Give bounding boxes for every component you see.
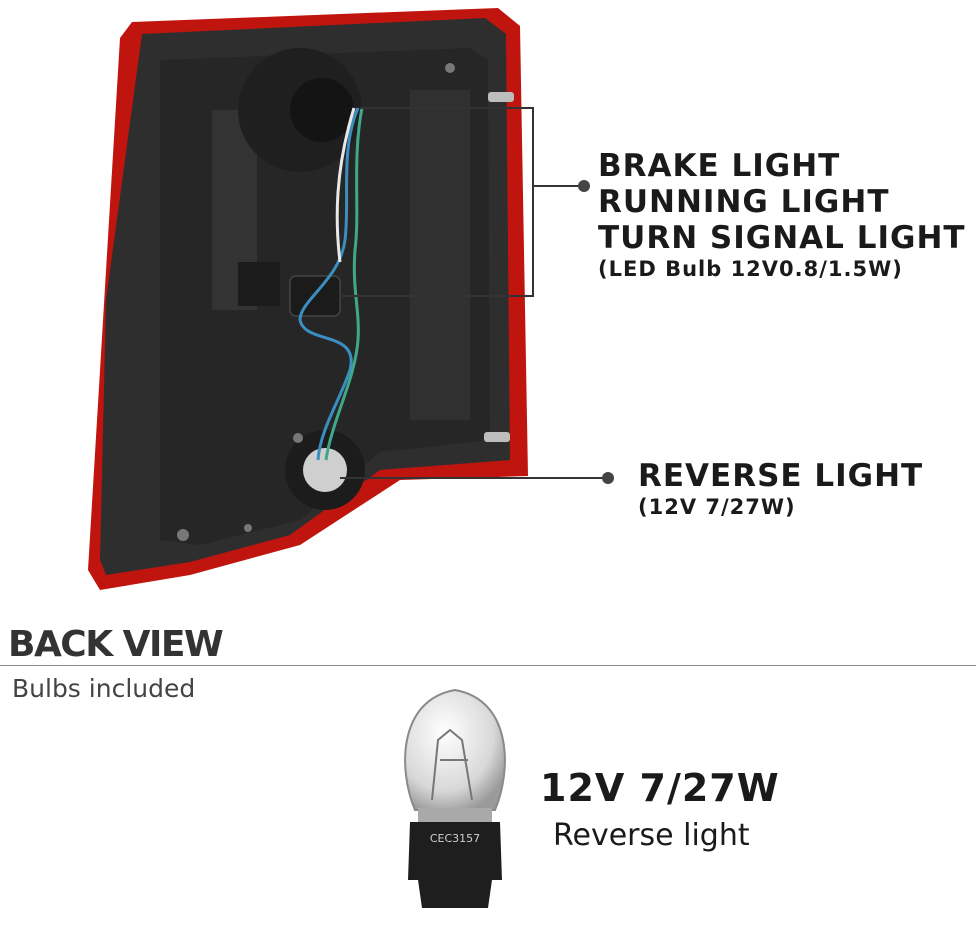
reverse-bulb-spec: (12V 7/27W) xyxy=(638,495,796,519)
bulb-filament xyxy=(431,728,473,801)
turn-signal-label: TURN SIGNAL LIGHT xyxy=(598,220,966,256)
bulb-spec: 12V 7/27W xyxy=(540,766,780,810)
callout-dot-top xyxy=(578,180,590,192)
bulb-glass xyxy=(404,688,506,811)
reverse-socket-bulb-base xyxy=(303,448,347,492)
side-connector xyxy=(238,262,280,306)
mounting-studs xyxy=(484,92,514,442)
brake-light-label: BRAKE LIGHT xyxy=(598,148,841,184)
screw-holes xyxy=(177,63,455,541)
section-divider xyxy=(0,665,976,666)
wiring-harness xyxy=(298,107,364,461)
bulb-name: Reverse light xyxy=(553,818,750,853)
reverse-light-label: REVERSE LIGHT xyxy=(638,458,924,494)
callout-bottom-labels: REVERSE LIGHT (12V 7/27W) xyxy=(638,458,923,520)
upper-socket-connector xyxy=(290,78,354,142)
bulb-base-marking: CEC3157 xyxy=(430,832,480,845)
back-view-title: BACK VIEW xyxy=(8,624,224,665)
callout-bracket-top xyxy=(340,107,534,297)
bulb-neck xyxy=(418,808,492,824)
housing-rib xyxy=(410,90,470,420)
running-light-label: RUNNING LIGHT xyxy=(598,184,890,220)
bulb-base xyxy=(408,822,502,908)
callout-top-labels: BRAKE LIGHT RUNNING LIGHT TURN SIGNAL LI… xyxy=(598,148,966,282)
led-bulb-spec: (LED Bulb 12V0.8/1.5W) xyxy=(598,257,903,281)
callout-dot-bottom xyxy=(602,472,614,484)
bulbs-included-text: Bulbs included xyxy=(12,674,196,703)
